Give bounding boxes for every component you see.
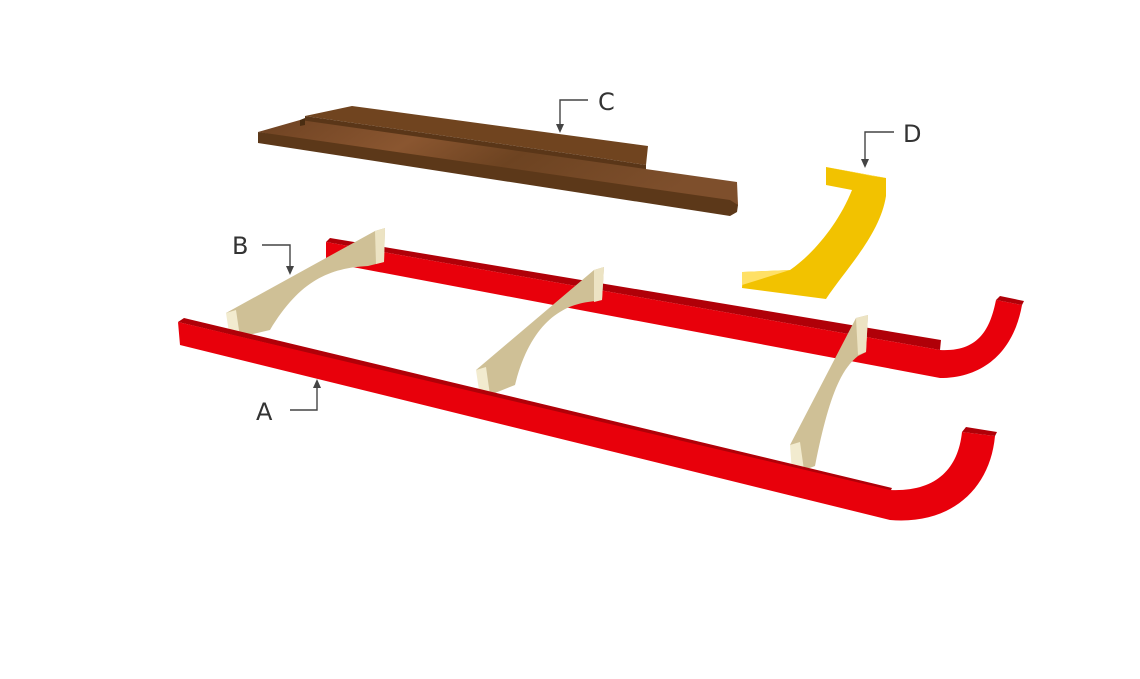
handle: [742, 167, 886, 299]
leader-c: [556, 99, 588, 133]
label-d: D: [903, 120, 921, 148]
leader-b: [262, 244, 294, 275]
label-b: B: [232, 232, 248, 260]
seat-boards: [258, 106, 738, 216]
leader-a: [290, 379, 321, 411]
runner-back: [326, 238, 1024, 378]
label-c: C: [598, 88, 615, 116]
brace-front-right: [790, 315, 868, 472]
brace-middle: [476, 267, 604, 397]
label-a: A: [256, 398, 273, 426]
brace-back-left: [226, 228, 385, 339]
runner-front: [178, 318, 997, 521]
leader-d: [861, 131, 894, 168]
